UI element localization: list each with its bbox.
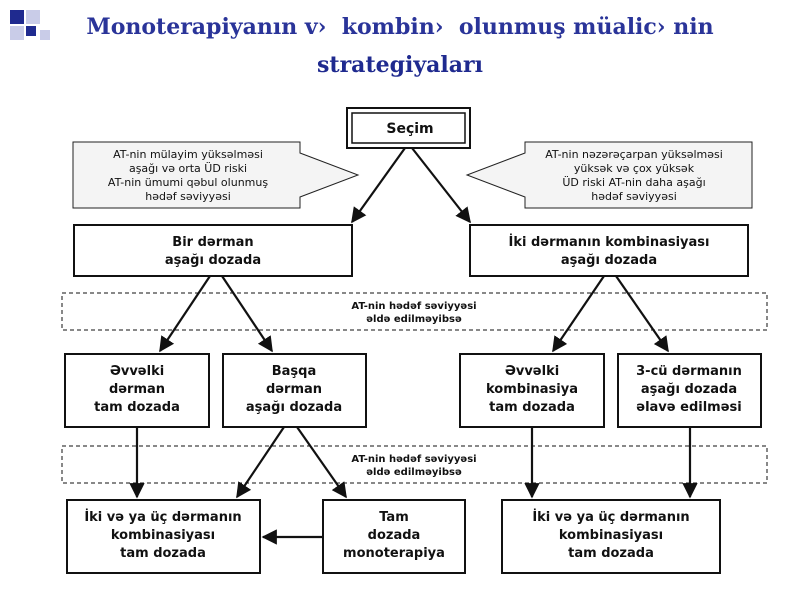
mono-full-line-2: dozada [368,528,421,543]
slide-title-part-c: olunmuş müalic› [458,14,666,40]
dashed-band-2 [61,445,768,484]
prev-combo-line-3: tam dozada [489,400,575,415]
combo-full-right-line-3: tam dozada [568,546,654,561]
prev-combo-full-box [459,353,605,428]
right-note-line-1: AT-nin nəzərəçarpan yüksəlməsi [545,148,723,161]
choice-label: Seçim [386,121,433,137]
third-drug-line-3: əlavə edilməsi [636,400,741,415]
mono-low-line-2: aşağı dozada [165,253,261,268]
corner-square-2 [26,10,40,24]
arrow-choice-to-combo [411,147,471,224]
right-note-line-3: ÜD riski AT-nin daha aşağı [562,176,705,189]
combo-full-left-line-3: tam dozada [120,546,206,561]
left-note-text: AT-nin mülayim yüksəlməsi aşağı və orta … [108,148,268,203]
left-note-line-3: AT-nin ümumi qəbul olunmuş [108,176,268,189]
right-note-text: AT-nin nəzərəçarpan yüksəlməsi yüksək və… [545,148,723,203]
other-drug-low-box [222,353,367,428]
slide-title-line1: Monoterapiyanın v› kombin› olunmuş müali… [0,14,800,40]
arrow-combo-to-third [615,275,669,353]
combo-full-right-box [501,499,721,574]
prev-combo-line-2: kombinasiya [486,382,578,397]
left-note-line-2: aşağı və orta ÜD riski [129,162,247,175]
third-drug-low-box [617,353,762,428]
combo-low-line-2: aşağı dozada [561,253,657,268]
prev-drug-full-box [64,353,210,428]
mono-low-line-1: Bir dərman [172,235,253,250]
band1-line-1: AT-nin hədəf səviyyəsi [351,301,476,312]
slide-title-line2: strategiyaları [317,52,483,78]
combo-full-left-line-2: kombinasiyası [111,528,215,543]
other-drug-line-1: Başqa [272,364,317,379]
arrow-mono-to-prev [159,275,211,353]
corner-square-3 [10,26,24,40]
prev-drug-line-1: Əvvəlki [110,364,164,379]
left-note-line-4: hədəf səviyyəsi [145,190,231,203]
arrow-other-to-monofull [296,426,347,499]
mono-low-box [73,224,353,277]
slide-title-part-b: kombin› [341,14,444,40]
slide-title-part-d: nin [673,14,714,40]
arrow-mono-to-other [221,275,273,353]
choice-box-inner [351,112,466,144]
band2-line-2: əldə edilməyibsə [366,467,462,478]
mono-full-line-1: Tam [379,510,409,525]
left-note-line-1: AT-nin mülayim yüksəlməsi [113,148,263,161]
right-note-arrow-shape [465,141,753,209]
third-drug-line-2: aşağı dozada [641,382,737,397]
arrow-combo-to-prevcombo [552,275,605,353]
corner-square-5 [40,30,50,40]
corner-square-1 [10,10,24,24]
right-note-line-2: yüksək və çox yüksək [574,162,695,175]
combo-full-left-box [66,499,261,574]
combo-full-right-line-1: İki və ya üç dərmanın [532,509,689,525]
prev-drug-line-2: dərman [109,382,165,397]
combo-full-left-line-1: İki və ya üç dərmanın [84,509,241,525]
combo-low-line-1: İki dərmanın kombinasiyası [508,234,709,250]
corner-square-4 [26,26,36,36]
slide-title-part-a: Monoterapiyanın v› [86,14,327,40]
other-drug-line-3: aşağı dozada [246,400,342,415]
band2-line-1: AT-nin hədəf səviyyəsi [351,454,476,465]
mono-full-line-3: monoterapiya [343,546,445,561]
combo-full-right-line-2: kombinasiyası [559,528,663,543]
left-note-arrow-shape [72,141,360,209]
prev-drug-line-3: tam dozada [94,400,180,415]
mono-full-box [322,499,466,574]
dashed-band-1 [61,292,768,331]
right-note-line-4: hədəf səviyyəsi [591,190,677,203]
band1-line-2: əldə edilməyibsə [366,314,462,325]
prev-combo-line-1: Əvvəlki [505,364,559,379]
combo-low-box [469,224,749,277]
third-drug-line-1: 3-cü dərmanın [636,364,742,379]
arrow-other-to-combofull [236,426,285,499]
other-drug-line-2: dərman [266,382,322,397]
arrow-choice-to-mono [351,147,406,224]
